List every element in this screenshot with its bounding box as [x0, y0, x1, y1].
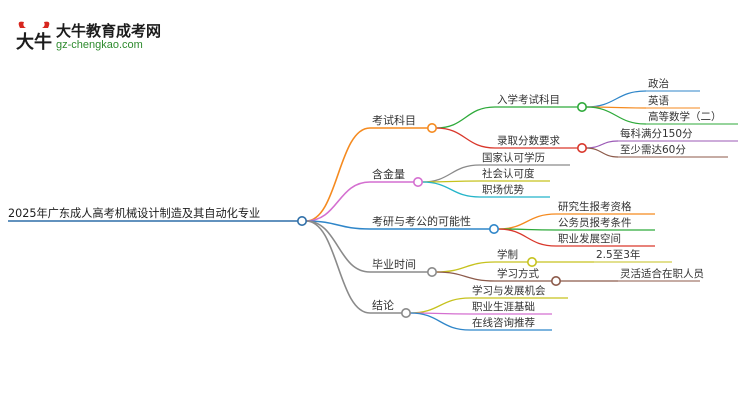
edge-child-0-0-leaf-2 — [585, 106, 647, 125]
edge-root-to-branch-0 — [305, 127, 371, 222]
branch-2-label[interactable]: 考研与考公的可能性 — [372, 214, 471, 228]
child-4-0-label[interactable]: 学习与发展机会 — [472, 284, 546, 297]
child-0-1-label[interactable]: 录取分数要求 — [497, 134, 560, 147]
edge-branch-2-child-0 — [497, 213, 557, 230]
leaf-0-0-0-label[interactable]: 政治 — [648, 77, 669, 90]
brand-url: gz-chengkao.com — [56, 39, 143, 51]
child-2-0-label[interactable]: 研究生报考资格 — [558, 200, 632, 213]
edge-child-0-1-leaf-0 — [585, 140, 619, 149]
branch-4-toggle[interactable] — [400, 307, 411, 318]
mindmap-nodes: 2025年广东成人高考机械设计制造及其自动化专业 考试科目 入学考试科目 政治英语高等… — [8, 77, 722, 329]
edge-root-to-branch-2 — [305, 220, 371, 230]
branch-2-toggle[interactable] — [488, 224, 499, 235]
bull-logo-icon: 大牛 — [16, 21, 52, 53]
branch-0-toggle[interactable] — [426, 123, 437, 134]
child-1-0-label[interactable]: 国家认可学历 — [482, 151, 545, 164]
leaf-0-1-0-label[interactable]: 每科满分150分 — [620, 127, 693, 140]
edge-branch-0-child-1 — [435, 127, 496, 149]
leaf-0-0-1-label[interactable]: 英语 — [648, 94, 669, 107]
mindmap-edges — [8, 90, 738, 331]
logo-glyph: 大牛 — [16, 31, 52, 53]
child-4-1-label[interactable]: 职业生涯基础 — [472, 300, 535, 313]
root-node-label[interactable]: 2025年广东成人高考机械设计制造及其自动化专业 — [8, 206, 260, 220]
edge-branch-0-child-0 — [435, 106, 496, 129]
edge-branch-1-child-2 — [421, 181, 481, 198]
child-2-2-label[interactable]: 职业发展空间 — [558, 232, 621, 245]
brand-name: 大牛教育成考网 — [56, 22, 162, 40]
edge-branch-1-child-0 — [421, 164, 481, 183]
edge-branch-3-child-0 — [435, 261, 496, 273]
child-3-1-label[interactable]: 学习方式 — [497, 267, 539, 280]
edge-branch-3-child-1 — [435, 271, 496, 282]
child-2-1-label[interactable]: 公务员报考条件 — [558, 216, 632, 229]
edge-root-to-branch-1 — [305, 181, 371, 222]
branch-1-label[interactable]: 含金量 — [372, 167, 405, 181]
child-1-1-label[interactable]: 社会认可度 — [482, 167, 535, 180]
child-1-2-label[interactable]: 职场优势 — [482, 183, 524, 196]
child-0-0-label[interactable]: 入学考试科目 — [497, 93, 560, 106]
leaf-0-0-2-label[interactable]: 高等数学（二） — [648, 110, 722, 123]
leaf-0-1-1-label[interactable]: 至少需达60分 — [620, 144, 686, 156]
edge-child-0-1-leaf-1 — [585, 147, 619, 158]
brand-logo[interactable]: 大牛 大牛教育成考网 gz-chengkao.com — [14, 18, 184, 60]
child-0-1-toggle[interactable] — [576, 143, 587, 154]
edge-branch-4-child-2 — [409, 312, 471, 331]
child-3-0-toggle[interactable] — [526, 256, 537, 267]
child-4-2-label[interactable]: 在线咨询推荐 — [472, 316, 535, 329]
child-0-0-toggle[interactable] — [576, 102, 587, 113]
leaf-3-1-0-label[interactable]: 灵活适合在职人员 — [620, 267, 704, 280]
branch-3-toggle[interactable] — [426, 266, 437, 277]
edge-root-to-branch-4 — [305, 220, 371, 314]
edge-root-to-branch-3 — [305, 220, 371, 273]
root-toggle[interactable] — [296, 216, 307, 227]
branch-1-toggle[interactable] — [412, 177, 423, 188]
leaf-3-0-0-label[interactable]: 2.5至3年 — [596, 248, 640, 261]
branch-0-label[interactable]: 考试科目 — [372, 113, 416, 127]
child-3-0-label[interactable]: 学制 — [497, 248, 518, 261]
branch-3-label[interactable]: 毕业时间 — [372, 258, 416, 271]
edge-branch-2-child-2 — [497, 228, 557, 247]
edge-child-0-0-leaf-0 — [585, 90, 647, 108]
child-3-1-toggle[interactable] — [550, 275, 561, 286]
branch-4-label[interactable]: 结论 — [372, 298, 394, 312]
edge-branch-4-child-0 — [409, 297, 471, 314]
